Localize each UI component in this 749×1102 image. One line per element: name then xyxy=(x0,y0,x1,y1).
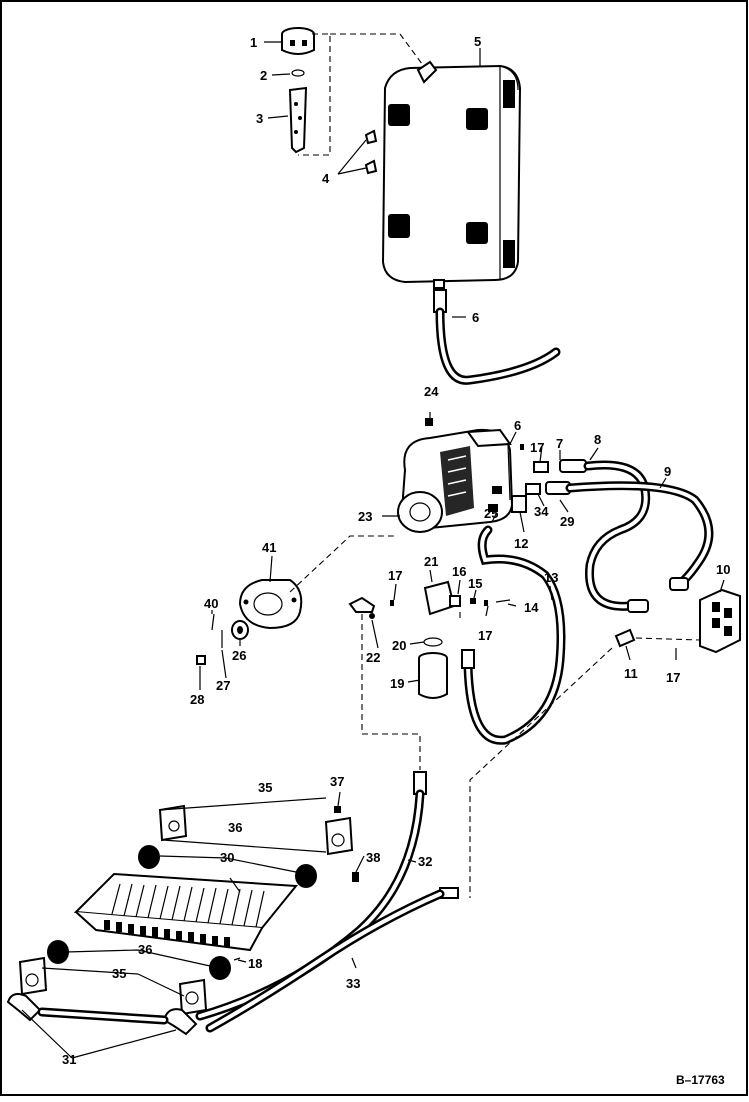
filler-strainer xyxy=(288,86,308,154)
callout-30: 30 xyxy=(220,850,234,865)
filter-gasket xyxy=(423,637,443,647)
bolt xyxy=(425,418,433,426)
callout-11: 11 xyxy=(624,666,638,681)
callout-10: 10 xyxy=(716,562,730,577)
callout-25: 25 xyxy=(484,506,498,521)
callout-35-top: 35 xyxy=(258,780,272,795)
assembly-line-valve xyxy=(635,637,701,641)
leader-lines xyxy=(21,41,725,1059)
callout-40: 40 xyxy=(204,596,218,611)
callout-3: 3 xyxy=(256,111,263,126)
callout-17-valve: 17 xyxy=(666,670,680,685)
callout-14: 14 xyxy=(524,600,539,615)
callout-9: 9 xyxy=(664,464,671,479)
callout-20: 20 xyxy=(392,638,406,653)
callout-24: 24 xyxy=(424,384,439,399)
callout-17-filter: 17 xyxy=(388,568,402,583)
callout-22: 22 xyxy=(366,650,380,665)
callout-4: 4 xyxy=(322,171,330,186)
callout-leaders-35 xyxy=(159,797,327,853)
small-hardware xyxy=(196,613,223,665)
mounting-plate xyxy=(238,579,303,630)
hydrostatic-pump xyxy=(397,428,514,533)
figure-ref-code: B–17763 xyxy=(676,1073,725,1087)
callout-36-bottom: 36 xyxy=(138,942,152,957)
assembly-line-plate xyxy=(289,535,398,593)
hose-33 xyxy=(205,887,459,1033)
callout-38: 38 xyxy=(366,850,380,865)
oil-cooler xyxy=(73,872,298,952)
pump-fittings xyxy=(520,444,549,495)
filter-head xyxy=(423,580,461,616)
fitting-pair xyxy=(364,129,378,175)
callout-36-top: 36 xyxy=(228,820,242,835)
callout-13: 13 xyxy=(544,570,558,585)
callout-21: 21 xyxy=(424,554,438,569)
callout-34: 34 xyxy=(534,504,549,519)
callout-2: 2 xyxy=(260,68,267,83)
callout-17-pump: 17 xyxy=(530,440,544,455)
hydraulic-reservoir-tank xyxy=(381,60,522,289)
reservoir-cap xyxy=(281,27,315,55)
callout-37: 37 xyxy=(330,774,344,789)
assembly-line-hose33 xyxy=(469,647,613,898)
callout-17-head: 17 xyxy=(478,628,492,643)
callout-5: 5 xyxy=(474,34,481,49)
callout-27: 27 xyxy=(216,678,230,693)
callout-1: 1 xyxy=(250,35,257,50)
callout-8: 8 xyxy=(594,432,601,447)
callout-33: 33 xyxy=(346,976,360,991)
cap-gasket xyxy=(291,69,305,77)
callout-26: 26 xyxy=(232,648,246,663)
cooler-hose xyxy=(37,1007,169,1025)
hose-8 xyxy=(559,459,651,613)
callout-32: 32 xyxy=(418,854,432,869)
callout-7: 7 xyxy=(556,436,563,451)
isolator-mounts xyxy=(47,845,317,980)
callout-6-pump: 6 xyxy=(514,418,521,433)
filter-element xyxy=(418,652,448,699)
callout-15: 15 xyxy=(468,576,482,591)
hose-13 xyxy=(461,525,566,745)
control-valve xyxy=(699,588,741,654)
callout-23: 23 xyxy=(358,509,372,524)
pump-fitting-block xyxy=(488,486,527,513)
callout-16: 16 xyxy=(452,564,466,579)
callout-numbers: 1 2 3 4 5 6 24 6 17 7 8 9 10 11 17 12 34… xyxy=(62,34,730,1087)
suction-hose xyxy=(433,289,561,385)
assembly-line-hose32 xyxy=(361,614,421,770)
callout-18: 18 xyxy=(248,956,262,971)
callout-12: 12 xyxy=(514,536,528,551)
callout-6: 6 xyxy=(472,310,479,325)
callout-19: 19 xyxy=(390,676,404,691)
assembly-line-tank xyxy=(330,33,426,69)
callout-35-bottom: 35 xyxy=(112,966,126,981)
assembly-line-cap xyxy=(298,33,331,156)
hose-9 xyxy=(545,481,714,591)
coupler xyxy=(231,620,249,640)
filter-fittings xyxy=(348,596,511,619)
cooler-brackets xyxy=(18,804,354,1016)
callout-28: 28 xyxy=(190,692,204,707)
callout-41: 41 xyxy=(262,540,276,555)
callout-31: 31 xyxy=(62,1052,76,1067)
hardware-37-38 xyxy=(233,806,359,961)
valve-fitting xyxy=(614,628,636,648)
callout-29: 29 xyxy=(560,514,574,529)
